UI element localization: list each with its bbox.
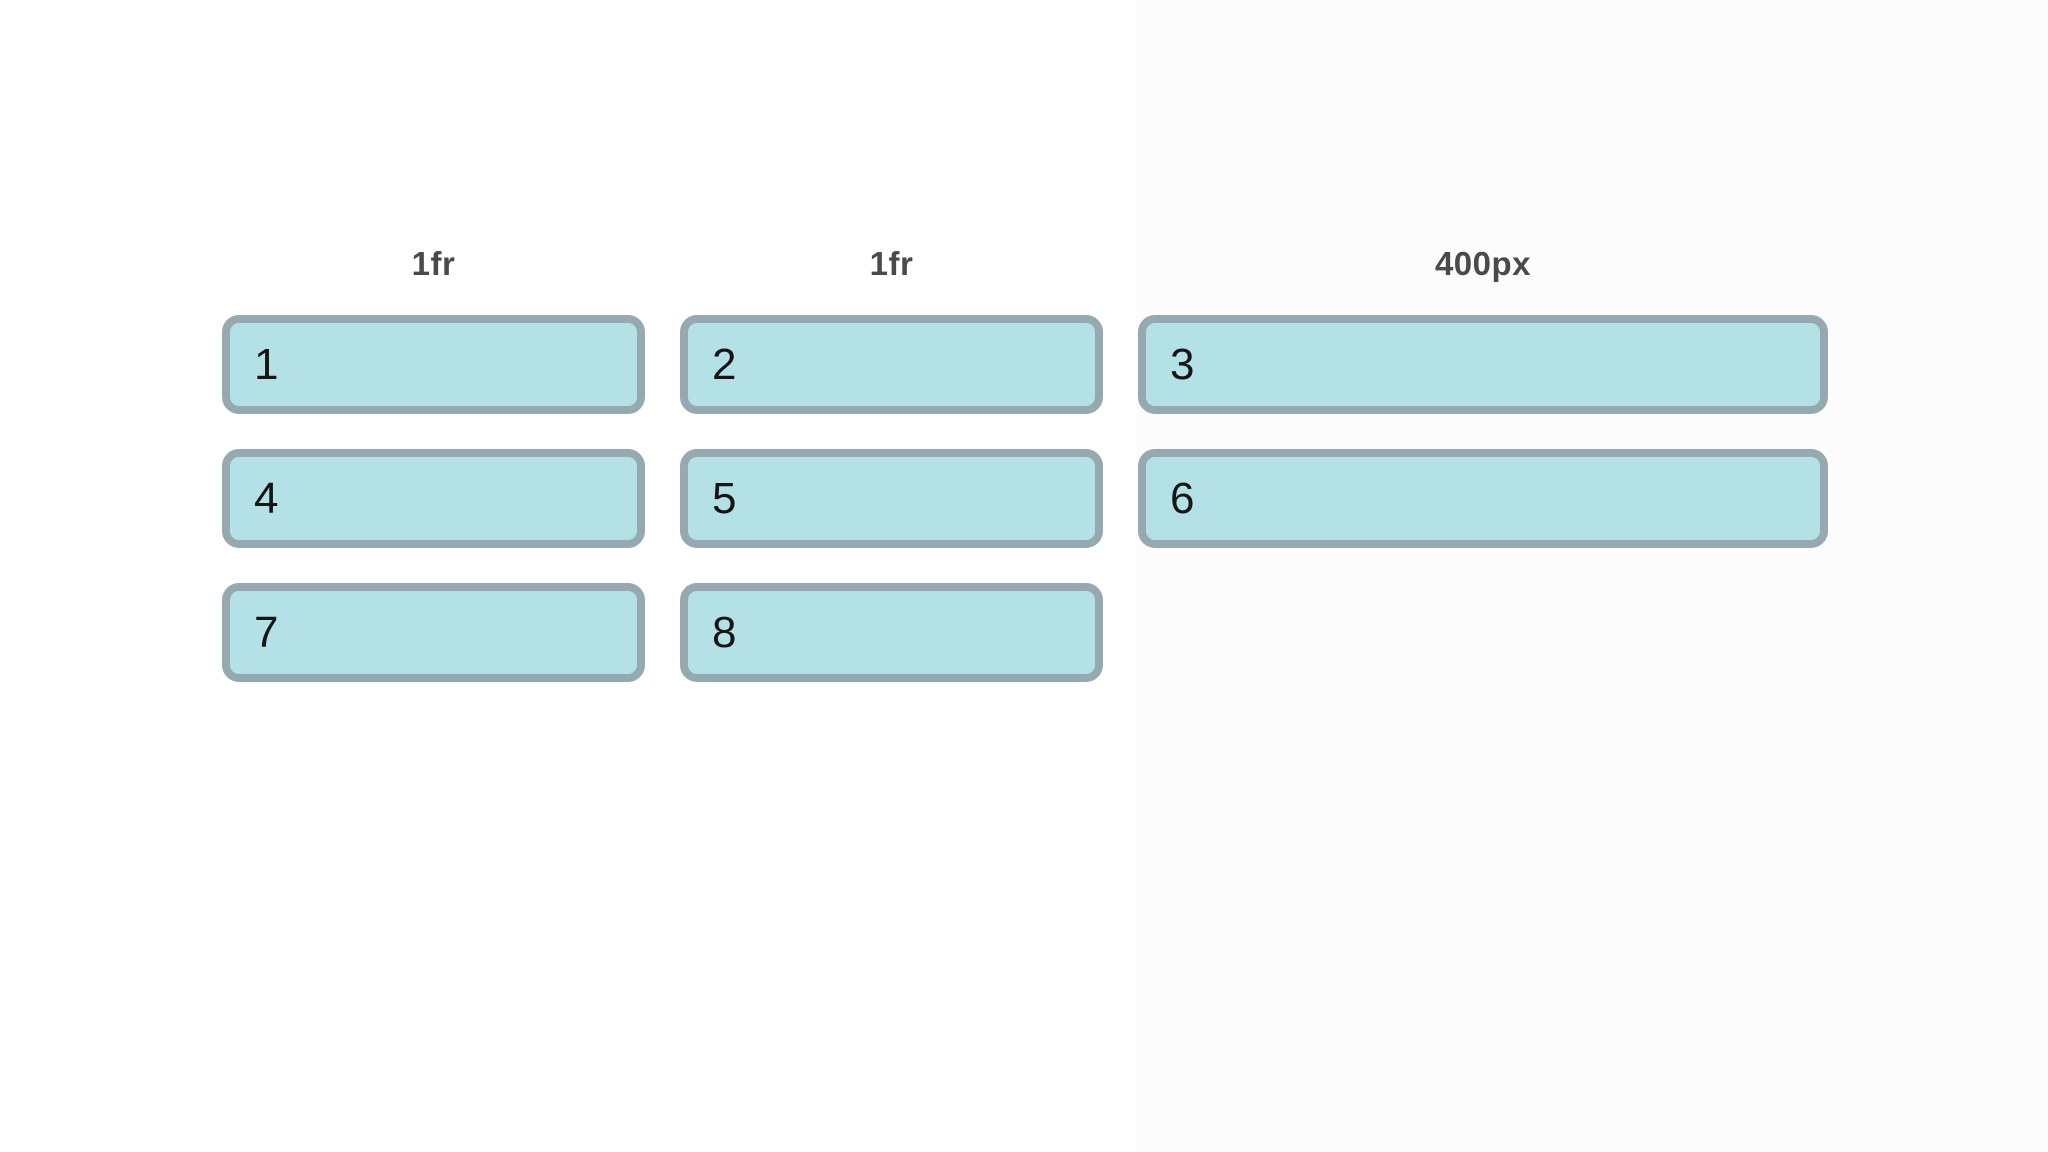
column-track-labels: 1fr 1fr 400px: [222, 244, 1828, 284]
grid-item: 3: [1138, 315, 1828, 414]
track-label-col2: 1fr: [869, 245, 914, 282]
grid-demo: 1fr 1fr 400px 1 2 3 4 5 6 7 8: [222, 244, 1828, 682]
track-label-col1: 1fr: [411, 245, 456, 282]
track-label-col3: 400px: [1434, 245, 1532, 282]
grid-item: 8: [680, 583, 1103, 682]
grid-item: 5: [680, 449, 1103, 548]
grid-item: 1: [222, 315, 645, 414]
items-grid: 1 2 3 4 5 6 7 8: [222, 315, 1828, 682]
grid-item: 2: [680, 315, 1103, 414]
grid-item: 4: [222, 449, 645, 548]
grid-item: 6: [1138, 449, 1828, 548]
grid-item: 7: [222, 583, 645, 682]
background-pane: [1136, 0, 2048, 1152]
